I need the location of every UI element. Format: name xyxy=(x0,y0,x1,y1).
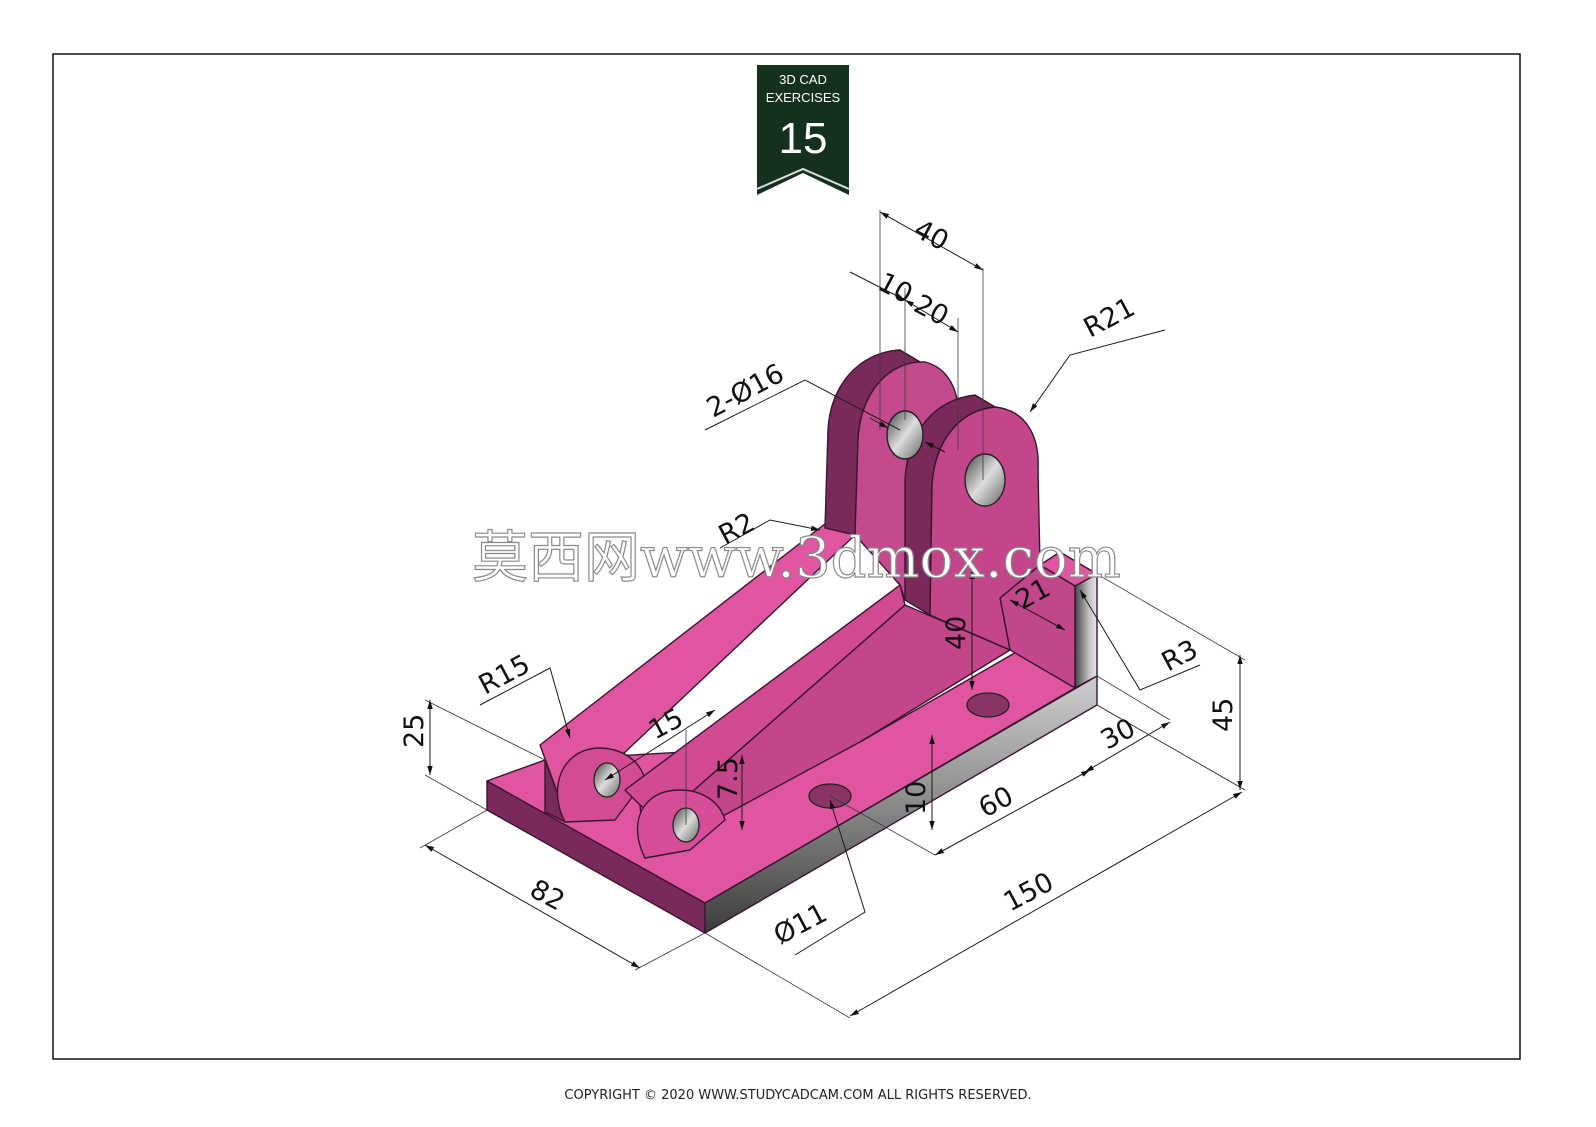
base-hole-rear xyxy=(966,692,1010,718)
dim-w82: 82 xyxy=(525,874,570,918)
badge-ribbon xyxy=(757,65,849,195)
copyright-footer: COPYRIGHT © 2020 WWW.STUDYCADCAM.COM ALL… xyxy=(564,1088,1032,1103)
dim-web-40: 40 xyxy=(941,616,972,650)
slot-left-hole xyxy=(593,762,621,798)
dim-h45: 45 xyxy=(1208,698,1239,732)
dim-h25: 25 xyxy=(399,714,430,748)
badge-ribbon-edge xyxy=(757,167,849,190)
sheet-border xyxy=(52,53,1521,1060)
dim-r21: R21 xyxy=(1079,292,1140,344)
dim-len150: 150 xyxy=(999,867,1059,919)
dim-slot-7-5: 7.5 xyxy=(713,757,744,800)
dim-offset-10: 10 xyxy=(901,781,932,815)
ear-right-face xyxy=(929,406,1041,651)
back-wall-side xyxy=(1074,573,1098,689)
dim-d30: 30 xyxy=(1096,713,1141,757)
badge-number: 15 xyxy=(779,114,828,163)
dim-r3: R3 xyxy=(1157,634,1203,678)
dim-hole-d11: Ø11 xyxy=(769,898,833,951)
dim-r15: R15 xyxy=(474,649,535,701)
watermark: 莫西网www.3dmox.com xyxy=(472,526,1121,591)
dim-holes-top: 2-Ø16 xyxy=(702,358,789,424)
badge-line2: EXERCISES xyxy=(766,90,841,105)
exercise-badge: 3D CAD EXERCISES 15 xyxy=(757,65,849,195)
ear-right-hole xyxy=(964,453,1006,507)
badge-line1: 3D CAD xyxy=(779,72,827,87)
dim-d60: 60 xyxy=(974,781,1019,825)
bracket-part xyxy=(486,349,1098,934)
dimension-lines xyxy=(419,210,1246,1019)
dim-top-width-40: 40 xyxy=(909,214,954,258)
